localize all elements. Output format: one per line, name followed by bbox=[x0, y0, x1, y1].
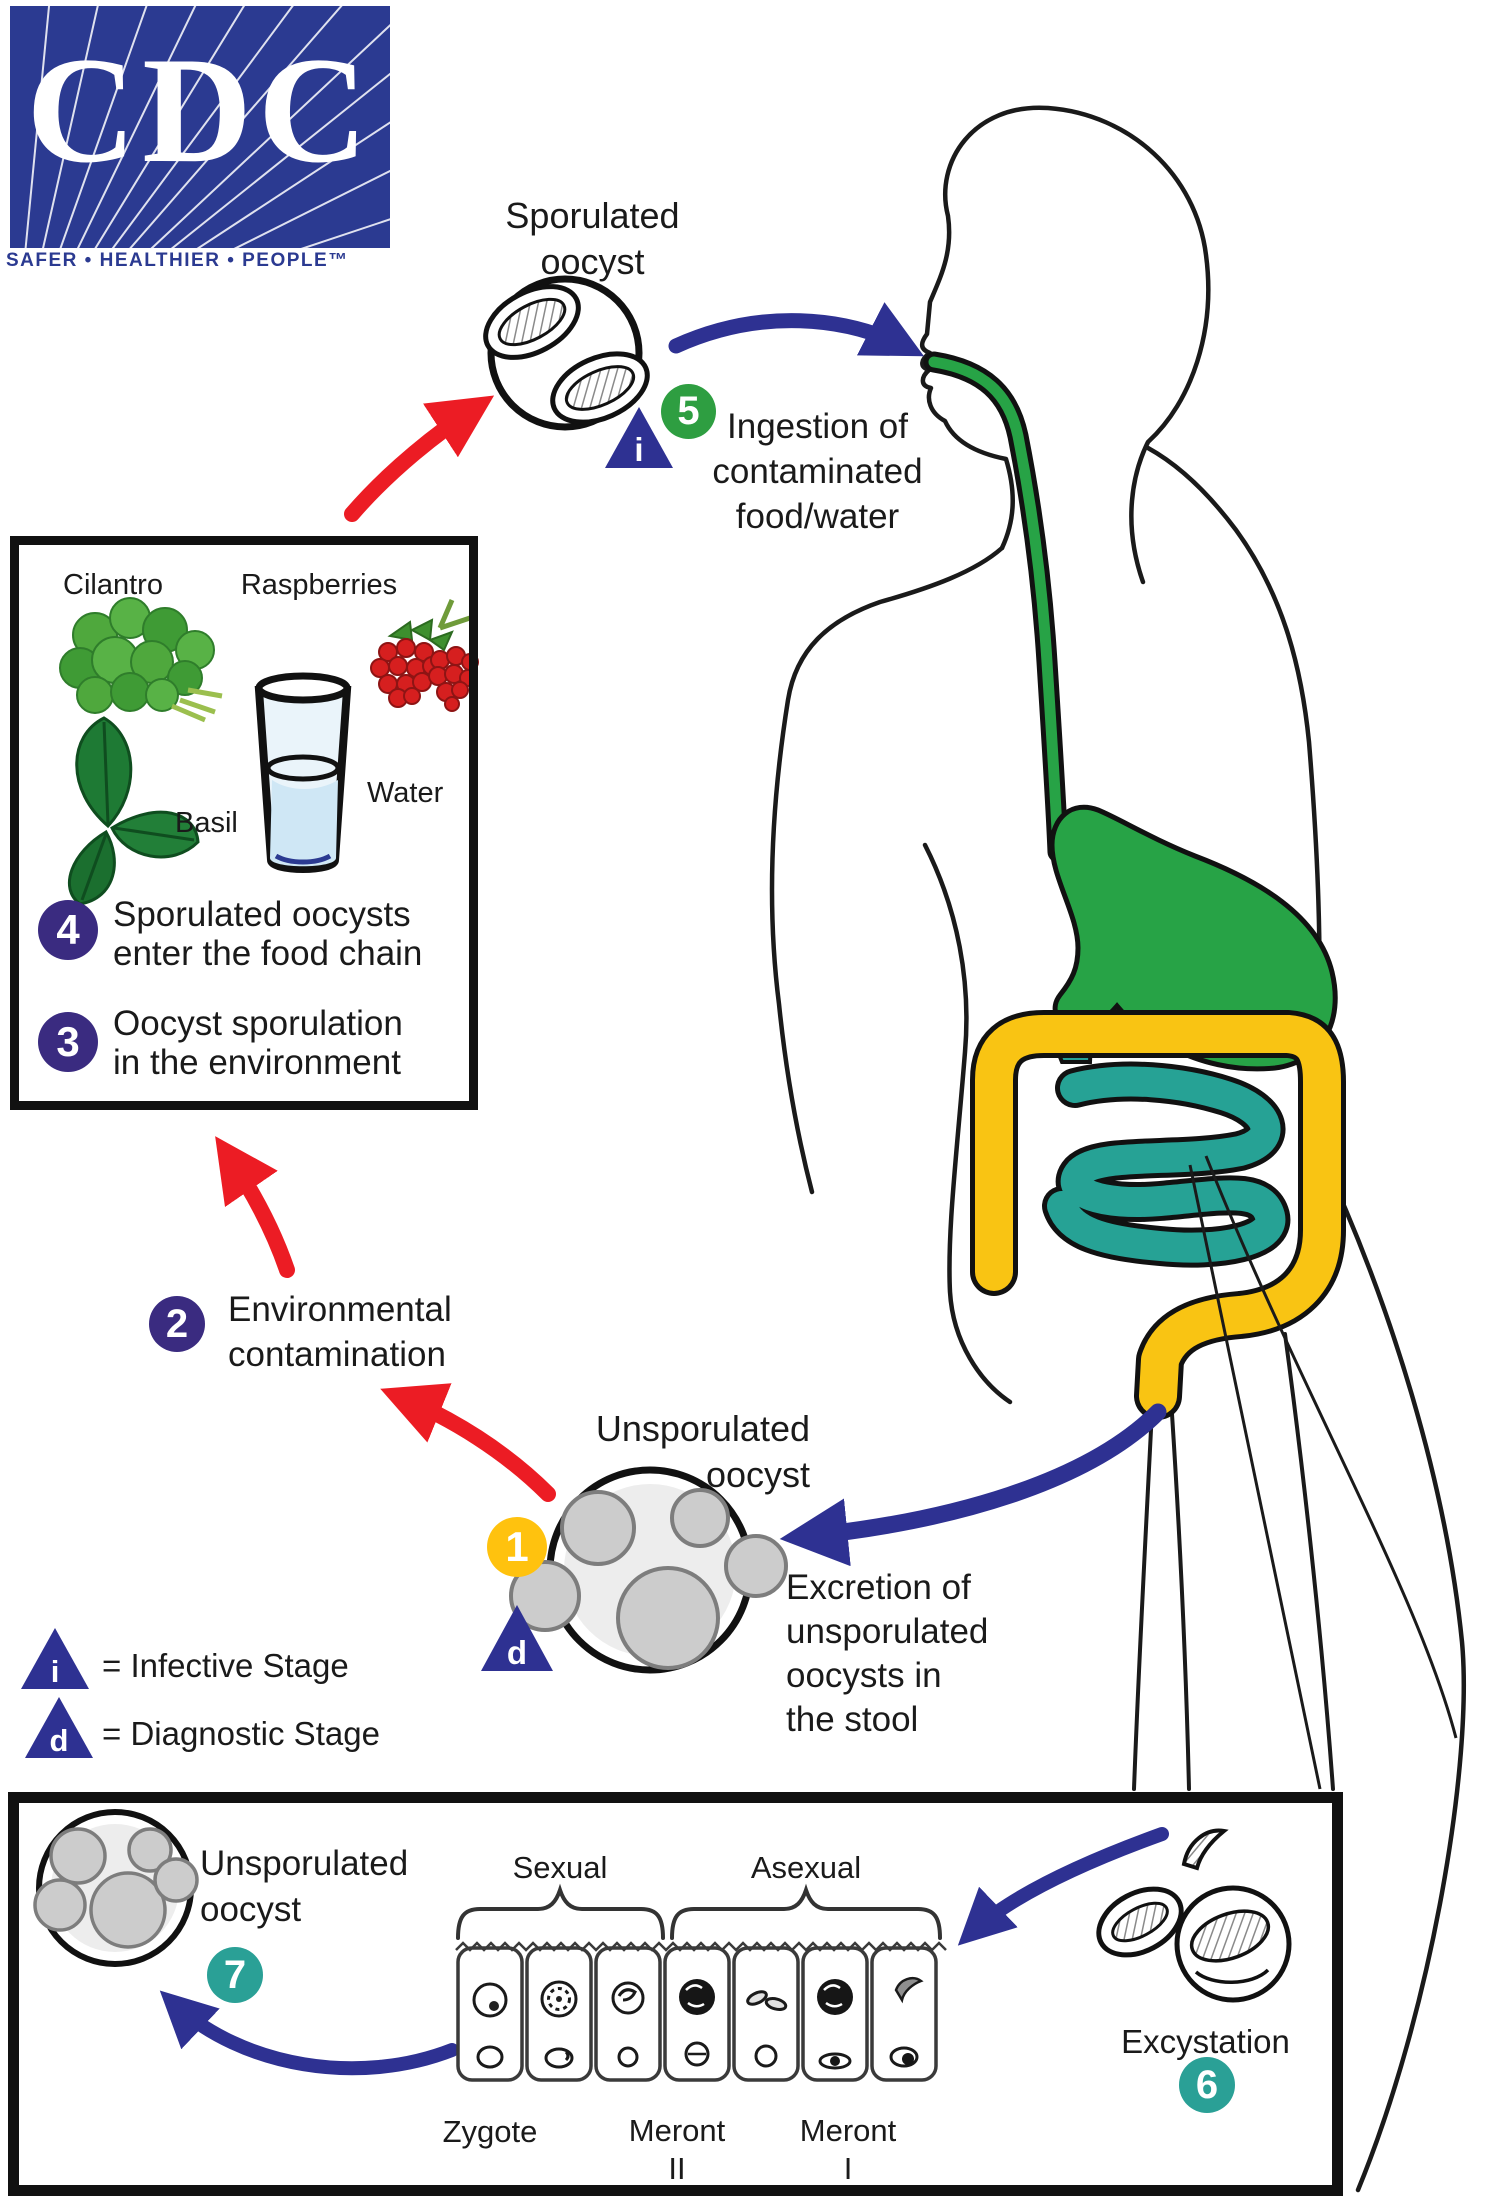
asexual-label: Asexual bbox=[750, 1850, 862, 1885]
intestinal-stages-box bbox=[8, 1792, 1343, 2196]
stage4-label: Sporulated oocysts enter the food chain bbox=[113, 895, 423, 974]
legend-infective-text: = Infective Stage bbox=[102, 1647, 349, 1684]
water-glass-illustration bbox=[254, 672, 352, 873]
blue-arrows bbox=[159, 302, 1169, 2076]
unsporulated-oocyst-label: Unsporulated oocyst bbox=[595, 1408, 810, 1496]
arrow-ingestion bbox=[668, 302, 924, 357]
epithelial-cell-strip bbox=[456, 1946, 938, 2082]
cdc-logo-acronym: CDC bbox=[26, 26, 374, 194]
excretion-label: Excretion of unsporulated oocysts in the… bbox=[786, 1568, 989, 1740]
stage1-badge: 1 bbox=[487, 1517, 547, 1577]
excystation-label: Excystation bbox=[1121, 2023, 1290, 2060]
intestine-callout-lines bbox=[1188, 1155, 1458, 1790]
cdc-logo: CDC bbox=[10, 6, 390, 248]
cdc-logo-tagline: SAFER • HEALTHIER • PEOPLE™ bbox=[6, 250, 349, 271]
stage-triangles: i d i d bbox=[21, 407, 673, 1758]
diagnostic-triangle bbox=[481, 1605, 553, 1671]
diagnostic-triangle-letter: d bbox=[507, 1634, 527, 1671]
infective-triangle-letter: i bbox=[634, 431, 643, 468]
human-figure-outline bbox=[769, 105, 1466, 2193]
cdc-logo-rays bbox=[24, 6, 390, 248]
arrow-box-to-sporulated bbox=[344, 395, 495, 522]
zygote-label: Zygote bbox=[442, 2114, 538, 2149]
legend-diagnostic-triangle bbox=[25, 1697, 93, 1758]
ingestion-label: Ingestion of contaminated food/water bbox=[712, 407, 923, 536]
raspberries-illustration bbox=[370, 599, 479, 712]
arrow-2-to-box bbox=[215, 1136, 295, 1278]
meront2-label: Meront II bbox=[628, 2113, 726, 2186]
raspberries-label: Raspberries bbox=[240, 569, 398, 601]
stage3-badge: 3 bbox=[38, 1012, 98, 1072]
large-intestine bbox=[970, 1010, 1346, 1420]
bottom-unsporulated-label: Unsporulated oocyst bbox=[200, 1844, 409, 1929]
cell-contents bbox=[472, 1977, 924, 2070]
infective-triangle bbox=[605, 407, 673, 468]
stage6-badge: 6 bbox=[1179, 2057, 1235, 2113]
meront1-label: Meront I bbox=[799, 2113, 897, 2186]
arrow-cells-to-oocyst bbox=[159, 1990, 459, 2076]
sexual-asexual-braces bbox=[456, 1883, 942, 1940]
sporulated-oocyst-drawing bbox=[483, 275, 650, 431]
stage2-badge: 2 bbox=[149, 1296, 205, 1352]
legend-diagnostic-text: = Diagnostic Stage bbox=[102, 1715, 380, 1752]
arrow-oocyst-to-2 bbox=[380, 1383, 556, 1502]
sporulated-oocyst-label: Sporulated oocyst bbox=[505, 195, 680, 283]
stage5-badge: 5 bbox=[661, 384, 716, 439]
esophagus bbox=[923, 351, 1069, 863]
arrow-excretion bbox=[779, 1403, 1167, 1567]
stage4-badge: 4 bbox=[38, 900, 98, 960]
arrow-excystation-to-cells bbox=[957, 1827, 1169, 1946]
stomach bbox=[1049, 804, 1338, 1072]
cilantro-illustration bbox=[59, 597, 223, 723]
bottom-unsporulated-oocyst-drawing bbox=[33, 1809, 199, 1967]
red-arrows bbox=[215, 395, 556, 1502]
legend-infective-triangle bbox=[21, 1628, 89, 1689]
water-label: Water bbox=[367, 777, 444, 809]
food-chain-box bbox=[10, 536, 478, 1110]
legend-diagnostic-letter: d bbox=[50, 1723, 69, 1758]
excystation-drawing bbox=[1096, 1828, 1292, 2003]
unsporulated-oocyst-drawing bbox=[509, 1466, 788, 1674]
small-intestine bbox=[1042, 1061, 1291, 1268]
brush-border-zigzag bbox=[455, 1941, 947, 1952]
stage7-badge: 7 bbox=[207, 1947, 263, 2003]
legend-infective-letter: i bbox=[51, 1654, 60, 1689]
stage3-label: Oocyst sporulation in the environment bbox=[113, 1004, 403, 1083]
cilantro-label: Cilantro bbox=[63, 569, 163, 601]
basil-label: Basil bbox=[175, 807, 238, 839]
basil-illustration bbox=[68, 716, 200, 906]
sexual-label: Sexual bbox=[512, 1850, 608, 1885]
stage2-label: Environmental contamination bbox=[228, 1290, 452, 1374]
